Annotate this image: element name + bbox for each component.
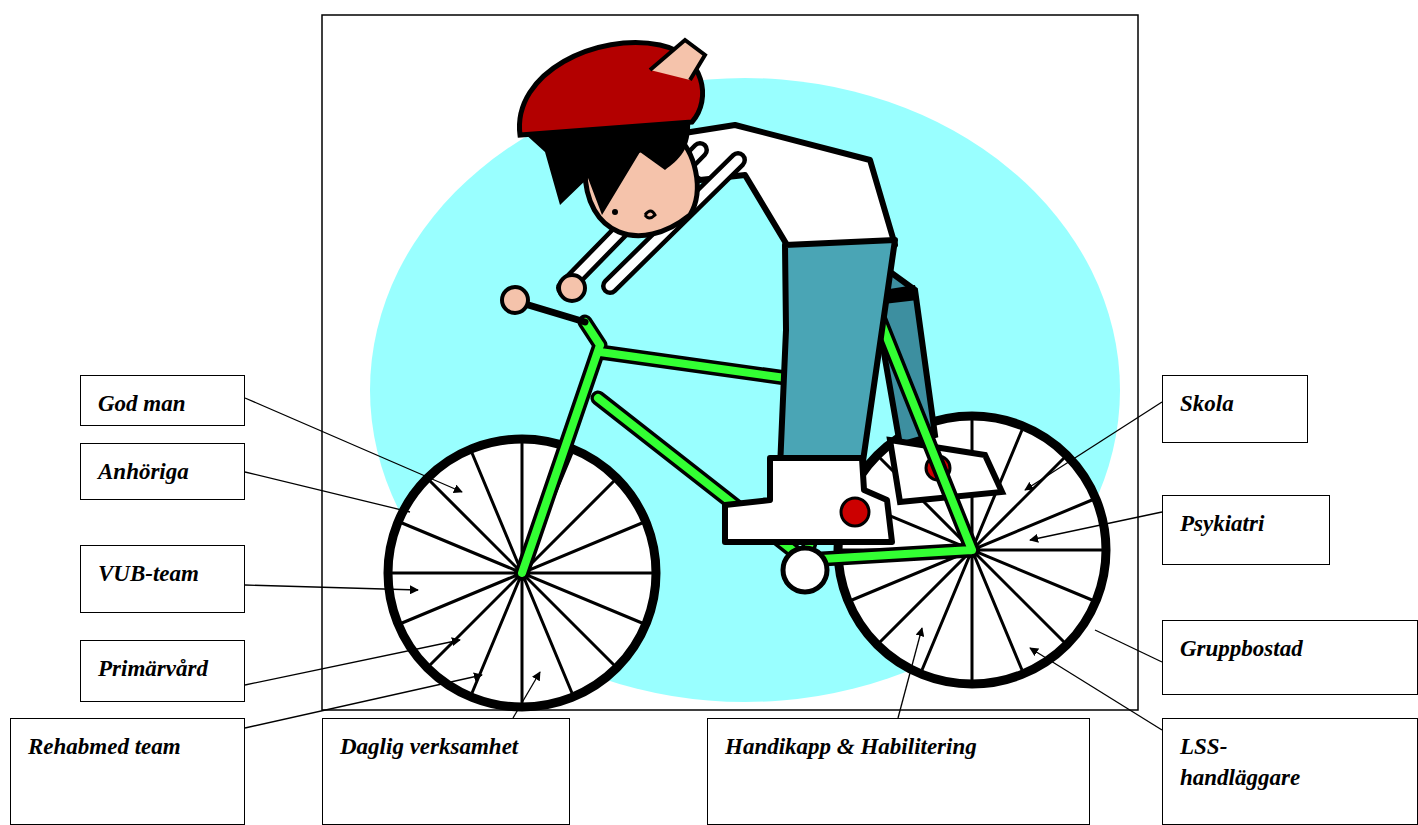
label-text: VUB-team (98, 558, 230, 589)
label-text: Daglig verksamhet (340, 731, 555, 762)
leader-line (245, 472, 410, 512)
frame-outline (522, 300, 972, 573)
picture-frame (322, 15, 1138, 710)
label-text: Primärvård (98, 653, 230, 684)
label-box: Gruppbostad (1162, 620, 1418, 695)
leader-line (1030, 512, 1162, 540)
label-text: God man (98, 388, 230, 419)
label-text: Rehabmed team (28, 731, 230, 762)
label-box: Anhöriga (80, 443, 245, 500)
mouth (645, 211, 655, 218)
label-text: Psykiatri (1180, 508, 1315, 539)
label-box: God man (80, 375, 245, 426)
leader-line (1025, 402, 1162, 490)
shoe-dot (841, 498, 869, 526)
label-text: LSS-handläggare (1180, 731, 1315, 793)
leader-line (1095, 630, 1162, 662)
front-leg (780, 240, 895, 468)
label-text: Skola (1180, 388, 1293, 419)
label-box: Primärvård (80, 640, 245, 702)
label-text: Handikapp & Habilitering (725, 731, 1075, 762)
leader-line (898, 628, 922, 718)
label-box: Handikapp & Habilitering (707, 718, 1090, 825)
leader-line (245, 640, 460, 685)
eye (612, 209, 618, 215)
label-box: LSS-handläggare (1162, 718, 1418, 825)
chainring (783, 548, 827, 592)
label-box: VUB-team (80, 545, 245, 613)
leader-line (513, 672, 540, 718)
leader-line (245, 398, 462, 492)
front-shoe (725, 458, 892, 542)
bicycle-frame (522, 300, 972, 573)
hand (559, 275, 585, 301)
label-box: Rehabmed team (10, 718, 245, 825)
hand (502, 287, 528, 313)
leader-line (245, 585, 418, 590)
label-box: Skola (1162, 375, 1308, 443)
label-text: Gruppbostad (1180, 633, 1403, 664)
label-box: Psykiatri (1162, 495, 1330, 565)
label-box: Daglig verksamhet (322, 718, 570, 825)
ear (650, 40, 705, 80)
leader-lines (245, 398, 1162, 730)
label-text: Anhöriga (98, 456, 230, 487)
